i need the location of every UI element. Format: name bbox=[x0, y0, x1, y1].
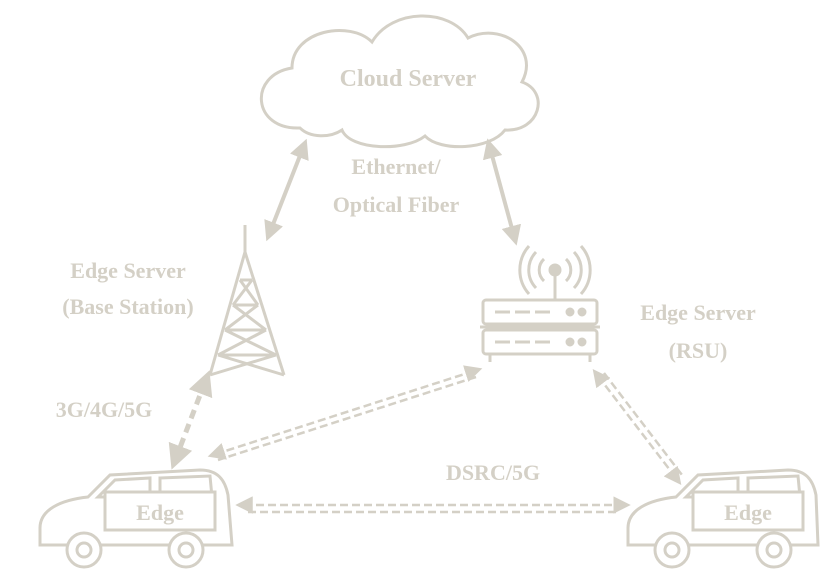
rsu-label-line2: (RSU) bbox=[669, 338, 728, 363]
backhaul-label-line2: Optical Fiber bbox=[333, 192, 460, 217]
cloud-to-base-station-arrow bbox=[264, 138, 309, 242]
cloud-to-rsu-arrow bbox=[482, 138, 522, 246]
left-vehicle: Edge bbox=[38, 468, 234, 569]
base-station-label-line1: Edge Server bbox=[70, 258, 186, 283]
v2v-link-label: DSRC/5G bbox=[446, 460, 540, 485]
cellular-link-arrow bbox=[168, 370, 213, 470]
base-station-label-line2: (Base Station) bbox=[62, 294, 193, 319]
antenna-tower-icon bbox=[208, 225, 286, 377]
wifi-signal-icon bbox=[518, 245, 592, 300]
right-vehicle-label: Edge bbox=[724, 500, 772, 525]
left-vehicle-label: Edge bbox=[136, 500, 184, 525]
cloud-server-label: Cloud Server bbox=[340, 66, 477, 92]
backhaul-label-line1: Ethernet/ bbox=[351, 154, 441, 179]
car-icon bbox=[38, 468, 234, 569]
right-vehicle: Edge bbox=[626, 468, 820, 569]
router-icon bbox=[480, 298, 600, 362]
car-icon bbox=[626, 468, 820, 569]
rsu-to-right-vehicle-arrow bbox=[592, 369, 683, 485]
v2v-link-arrow bbox=[235, 496, 631, 514]
cloud-icon bbox=[259, 14, 540, 149]
rsu-label-line1: Edge Server bbox=[640, 300, 756, 325]
cellular-link-label: 3G/4G/5G bbox=[56, 397, 153, 422]
rsu-to-left-vehicle-arrow bbox=[207, 365, 483, 462]
